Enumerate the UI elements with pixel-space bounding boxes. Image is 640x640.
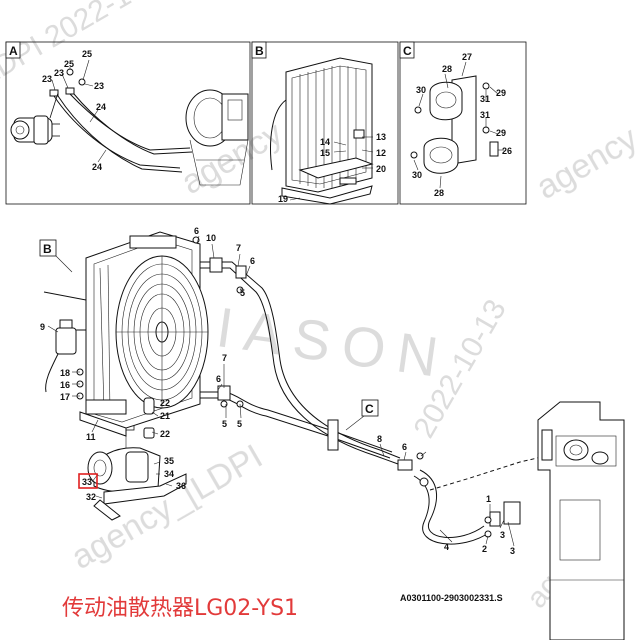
callout-label: 15 — [320, 148, 330, 158]
callout-label: 5 — [237, 419, 242, 429]
panel-c: C 27 28 30 — [399, 41, 527, 205]
highlighted-callout: 33 — [78, 473, 98, 489]
main-assembly: B A C — [39, 226, 625, 640]
panel-a: A — [5, 41, 251, 205]
panel-a-leaders — [51, 59, 107, 163]
panel-b-letter: B — [255, 44, 264, 58]
callout-label: 36 — [176, 481, 186, 491]
callout-label: 26 — [502, 146, 512, 156]
callout-label: 30 — [412, 170, 422, 180]
callout-label: 6 — [250, 256, 255, 266]
watermark-text: agency — [530, 119, 640, 207]
callout-label: 3 — [510, 546, 515, 556]
transmission-housing — [537, 401, 625, 640]
callout-label: 20 — [376, 164, 386, 174]
panel-c-callouts: 27 28 30 31 29 31 29 26 30 28 — [412, 52, 512, 198]
view-label-c: C — [345, 399, 379, 431]
callout-label: 31 — [480, 94, 490, 104]
view-label-b: B — [39, 239, 73, 273]
callout-label: 24 — [92, 162, 102, 172]
panel-c-badge — [399, 41, 415, 59]
callout-label: 3 — [500, 530, 505, 540]
panel-a-frame — [5, 41, 251, 205]
callout-label: 25 — [64, 59, 74, 69]
pipe-fittings — [192, 236, 521, 538]
callout-label: 22 — [160, 429, 170, 439]
drawing-code: A0301100-2903002331.S — [400, 593, 503, 603]
callout-label: 6 — [194, 226, 199, 236]
callout-label: 34 — [164, 469, 174, 479]
clamp-bracket — [410, 75, 499, 174]
callout-label: 9 — [40, 322, 45, 332]
callout-label: 29 — [496, 128, 506, 138]
callout-label: 23 — [42, 74, 52, 84]
callout-label: 14 — [320, 137, 330, 147]
callout-label: 6 — [402, 442, 407, 452]
callout-label: 28 — [442, 64, 452, 74]
callout-label: 32 — [86, 492, 96, 502]
panel-a-callouts: 25 25 23 23 23 24 24 — [42, 49, 106, 172]
callout-label: 17 — [60, 392, 70, 402]
callout-label: 22 — [160, 398, 170, 408]
expansion-tank — [45, 319, 86, 393]
callout-label: 8 — [377, 434, 382, 444]
panel-a-letter: A — [9, 44, 18, 58]
callout-label: 7 — [222, 353, 227, 363]
callout-label: 27 — [462, 52, 472, 62]
panel-c-frame — [399, 41, 527, 205]
dashed-route — [429, 455, 547, 491]
callout-label: 7 — [236, 243, 241, 253]
panel-b-callouts: 13 14 15 12 20 19 — [278, 132, 386, 204]
callout-label: 1 — [486, 494, 491, 504]
callout-label: 23 — [94, 81, 104, 91]
callout-label: 23 — [54, 68, 64, 78]
panel-b-badge — [251, 41, 267, 59]
callout-label: 13 — [376, 132, 386, 142]
panel-c-letter: C — [403, 44, 412, 58]
view-letter: C — [365, 402, 374, 416]
callout-label: 28 — [434, 188, 444, 198]
callout-label: 5 — [240, 288, 245, 298]
callout-label: 4 — [444, 542, 449, 552]
callout-label: 33 — [82, 477, 92, 487]
panel-b-frame — [251, 41, 399, 205]
callout-label: 2 — [482, 544, 487, 554]
callout-label: 5 — [222, 419, 227, 429]
callout-label: 12 — [376, 148, 386, 158]
main-callouts: 6 10 7 6 5 9 18 16 17 11 21 22 22 7 5 5 … — [40, 226, 515, 556]
callout-label: 18 — [60, 368, 70, 378]
view-letter: B — [43, 242, 52, 256]
pump-unit — [87, 397, 187, 521]
diagram-caption: 传动油散热器LG02-YS1 — [62, 596, 299, 621]
callout-label: 19 — [278, 194, 288, 204]
panel-b: B 13 14 15 — [251, 41, 399, 205]
hoses-24 — [53, 93, 193, 173]
panel-b-leaders — [289, 136, 374, 201]
callout-label: 6 — [216, 374, 221, 384]
main-leaders — [47, 235, 515, 547]
pump-assembly — [10, 115, 60, 145]
panel-a-badge — [5, 41, 21, 59]
callout-label: 16 — [60, 380, 70, 390]
fan — [115, 255, 209, 409]
radiator-frame — [270, 57, 374, 205]
callout-label: 25 — [82, 49, 92, 59]
callout-label: 35 — [164, 456, 174, 466]
callout-label: 24 — [96, 102, 106, 112]
callout-label: 29 — [496, 88, 506, 98]
callout-label: 11 — [86, 432, 96, 442]
panel-c-leaders — [413, 61, 504, 189]
callout-label: 30 — [416, 85, 426, 95]
transmission-body — [185, 89, 249, 186]
callout-label: 31 — [480, 110, 490, 120]
callout-label: 10 — [206, 233, 216, 243]
callout-label: 21 — [160, 411, 170, 421]
